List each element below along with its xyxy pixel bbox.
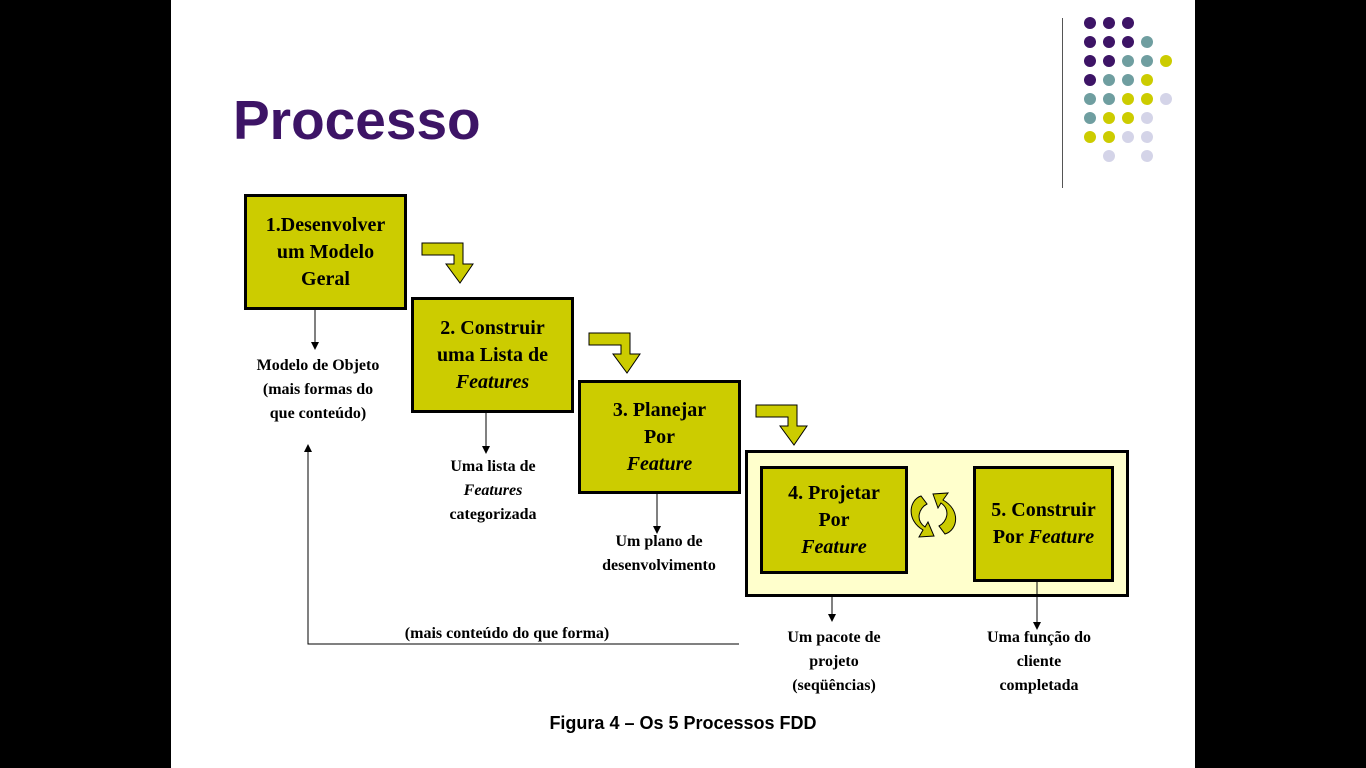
dot-icon bbox=[1084, 36, 1096, 48]
dot-icon bbox=[1103, 55, 1115, 67]
dot-icon bbox=[1103, 112, 1115, 124]
dot-icon bbox=[1103, 74, 1115, 86]
dot-icon bbox=[1084, 112, 1096, 124]
output-label-4: Um pacote de projeto (seqüências) bbox=[755, 626, 913, 698]
cycle-arrows-icon bbox=[910, 492, 957, 538]
dot-icon bbox=[1103, 131, 1115, 143]
dot-icon bbox=[1141, 150, 1153, 162]
dot-icon bbox=[1141, 112, 1153, 124]
process-5-line1: 5. Construir bbox=[991, 499, 1096, 521]
dot-icon bbox=[1084, 17, 1096, 29]
process-5-line2b: Feature bbox=[1028, 526, 1095, 548]
process-4-line3: Feature bbox=[801, 535, 867, 558]
dot-icon bbox=[1141, 55, 1153, 67]
dot-icon bbox=[1084, 131, 1096, 143]
dot-icon bbox=[1122, 131, 1134, 143]
dot-icon bbox=[1103, 93, 1115, 105]
slide: Processo bbox=[171, 0, 1195, 768]
process-5-line2: Por Feature bbox=[991, 524, 1095, 551]
dot-icon bbox=[1084, 93, 1096, 105]
process-4-line1: 4. Projetar bbox=[788, 481, 880, 504]
dot-icon bbox=[1103, 150, 1115, 162]
divider-line bbox=[1062, 18, 1063, 188]
dot-icon bbox=[1084, 74, 1096, 86]
dot-icon bbox=[1084, 55, 1096, 67]
dot-icon bbox=[1122, 74, 1134, 86]
dot-icon bbox=[1160, 93, 1172, 105]
feedback-label: (mais conteúdo do que forma) bbox=[404, 625, 610, 642]
output-4-line3: (seqüências) bbox=[792, 677, 876, 694]
process-3-line1: 3. Planejar bbox=[612, 398, 707, 421]
output-label-5: Uma função do cliente completada bbox=[961, 626, 1117, 698]
output-3-line1: Um plano de bbox=[615, 533, 703, 550]
process-3-line2: Por bbox=[643, 425, 676, 448]
output-5-line3: completada bbox=[999, 677, 1079, 694]
output-1-line3: que conteúdo) bbox=[269, 405, 367, 422]
process-2-box: 2. Construir uma Lista de Features bbox=[411, 297, 574, 413]
process-1-line1: 1.Desenvolver bbox=[265, 213, 386, 236]
output-1-line2: (mais formas do bbox=[262, 381, 374, 398]
step-down-arrow-icon bbox=[755, 404, 808, 446]
dot-icon bbox=[1122, 93, 1134, 105]
dot-icon bbox=[1141, 74, 1153, 86]
process-5-box: 5. Construir Por Feature bbox=[973, 466, 1114, 582]
dot-icon bbox=[1160, 55, 1172, 67]
process-4-line2: Por bbox=[818, 508, 850, 531]
dot-icon bbox=[1122, 55, 1134, 67]
output-label-3: Um plano de desenvolvimento bbox=[569, 530, 749, 578]
dot-icon bbox=[1141, 93, 1153, 105]
dot-icon bbox=[1103, 36, 1115, 48]
process-5-line2a: Por bbox=[992, 526, 1024, 548]
step-down-arrow-icon bbox=[588, 332, 641, 374]
process-3-box: 3. Planejar Por Feature bbox=[578, 380, 741, 494]
process-1-line3: Geral bbox=[301, 267, 350, 290]
output-5-line2: cliente bbox=[1016, 653, 1062, 670]
page-title: Processo bbox=[233, 89, 481, 151]
output-label-2: Uma lista de Features categorizada bbox=[399, 455, 587, 527]
dot-icon bbox=[1141, 131, 1153, 143]
dot-icon bbox=[1141, 36, 1153, 48]
output-2-line2: Features bbox=[463, 482, 523, 499]
figure-caption: Figura 4 – Os 5 Processos FDD bbox=[549, 713, 817, 733]
process-1-box: 1.Desenvolver um Modelo Geral bbox=[244, 194, 407, 310]
process-2-line1: 2. Construir bbox=[440, 316, 545, 339]
process-2-line2: uma Lista de bbox=[436, 343, 549, 366]
output-4-line2: projeto bbox=[809, 653, 859, 670]
process-3-line3: Feature bbox=[626, 452, 693, 475]
step-down-arrow-icon bbox=[421, 242, 474, 284]
output-2-line3: categorizada bbox=[449, 506, 537, 523]
output-label-1: Modelo de Objeto (mais formas do que con… bbox=[215, 354, 421, 426]
process-1-line2: um Modelo bbox=[276, 240, 375, 263]
diagram-connectors bbox=[304, 242, 1041, 645]
output-1-line1: Modelo de Objeto bbox=[256, 357, 380, 374]
output-5-line1: Uma função do bbox=[986, 629, 1091, 646]
dot-icon bbox=[1122, 112, 1134, 124]
output-3-line2: desenvolvimento bbox=[602, 557, 716, 574]
dot-icon bbox=[1103, 17, 1115, 29]
output-2-line1: Uma lista de bbox=[450, 458, 536, 475]
output-4-line1: Um pacote de bbox=[787, 629, 881, 646]
feedback-line bbox=[304, 444, 739, 645]
dot-icon bbox=[1122, 17, 1134, 29]
process-2-line3: Features bbox=[455, 370, 530, 393]
process-4-box: 4. Projetar Por Feature bbox=[760, 466, 908, 574]
dot-icon bbox=[1122, 36, 1134, 48]
